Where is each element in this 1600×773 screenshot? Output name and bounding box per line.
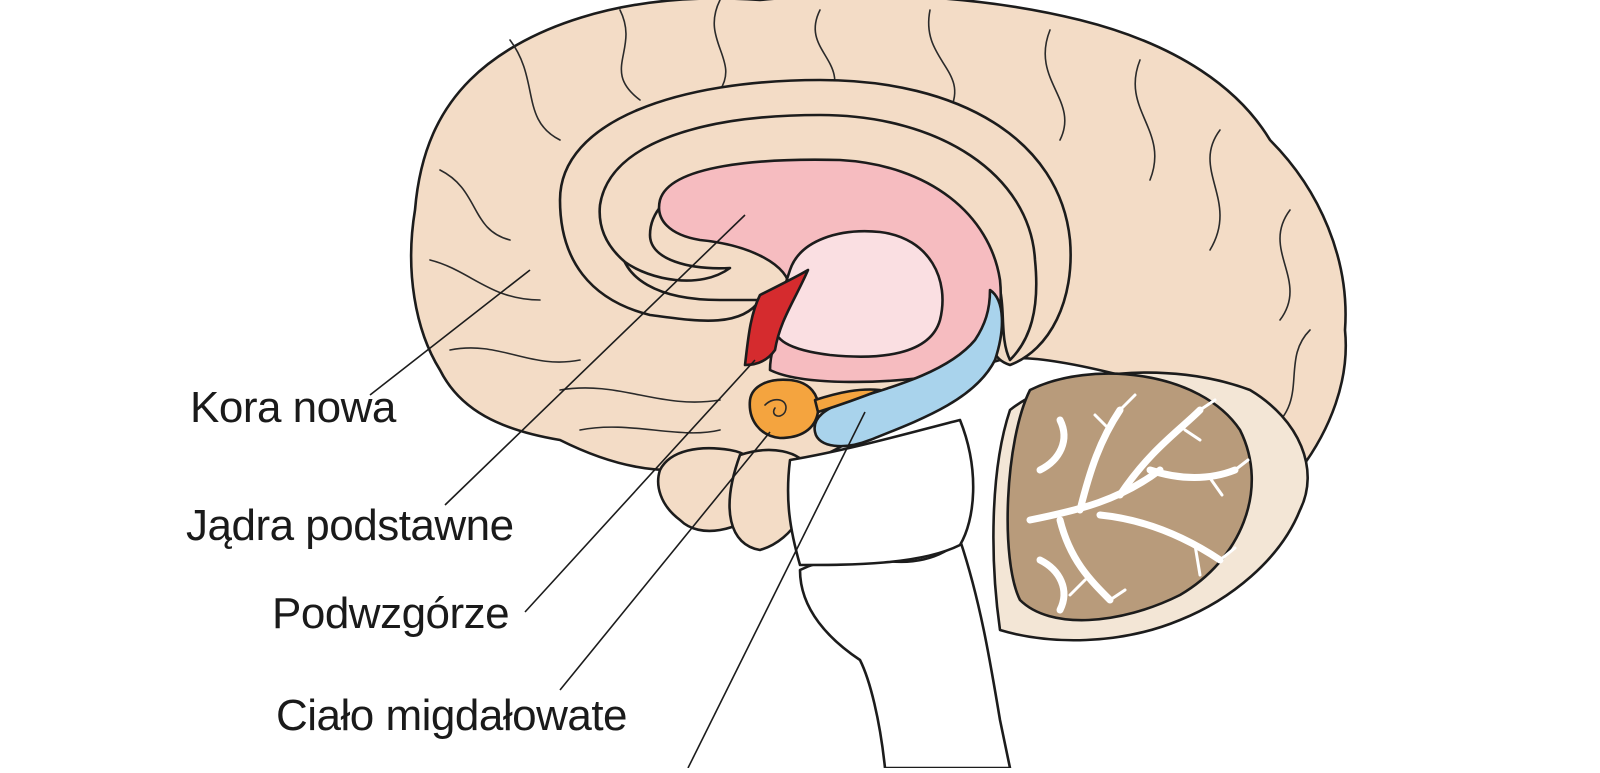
leader-line-basal-ganglia: [444, 214, 746, 506]
arbor-vitae: [1026, 406, 1239, 614]
cortex-fold: [927, 9, 956, 111]
cortex-fold: [713, 0, 727, 91]
fornix-tail: [813, 388, 882, 414]
cortex-fold: [1044, 29, 1066, 141]
cortex-fold: [579, 426, 721, 434]
hippocampus-region: [813, 288, 1004, 448]
leader-line-hypothalamus: [524, 359, 756, 613]
cortex-fold: [1134, 59, 1156, 181]
cortex-fold: [439, 169, 511, 241]
amygdala-region: [748, 378, 820, 440]
label-hypothalamus: Podwzgórze: [272, 589, 510, 638]
cortex-fold: [429, 259, 541, 301]
cortex-fold: [509, 39, 561, 141]
leader-line-hippocampus: [687, 411, 866, 769]
label-neocortex: Kora nowa: [190, 383, 396, 432]
label-basal-ganglia: Jądra podstawne: [186, 501, 514, 550]
cortex-fold: [619, 9, 641, 101]
leader-line-amygdala: [559, 431, 771, 691]
leader-line-neocortex: [369, 269, 531, 396]
label-amygdala: Ciało migdałowate: [276, 691, 628, 740]
brainstem: [798, 538, 1012, 770]
amygdala-detail: [764, 398, 787, 417]
cortex-fold: [449, 347, 581, 363]
midbrain: [786, 418, 975, 567]
cortex-fold: [559, 387, 721, 403]
arbor-vitae-fine: [1068, 393, 1250, 602]
cortex-fold: [1209, 129, 1221, 251]
hypothalamus-region: [743, 268, 810, 367]
cortex-fold: [1279, 209, 1291, 321]
